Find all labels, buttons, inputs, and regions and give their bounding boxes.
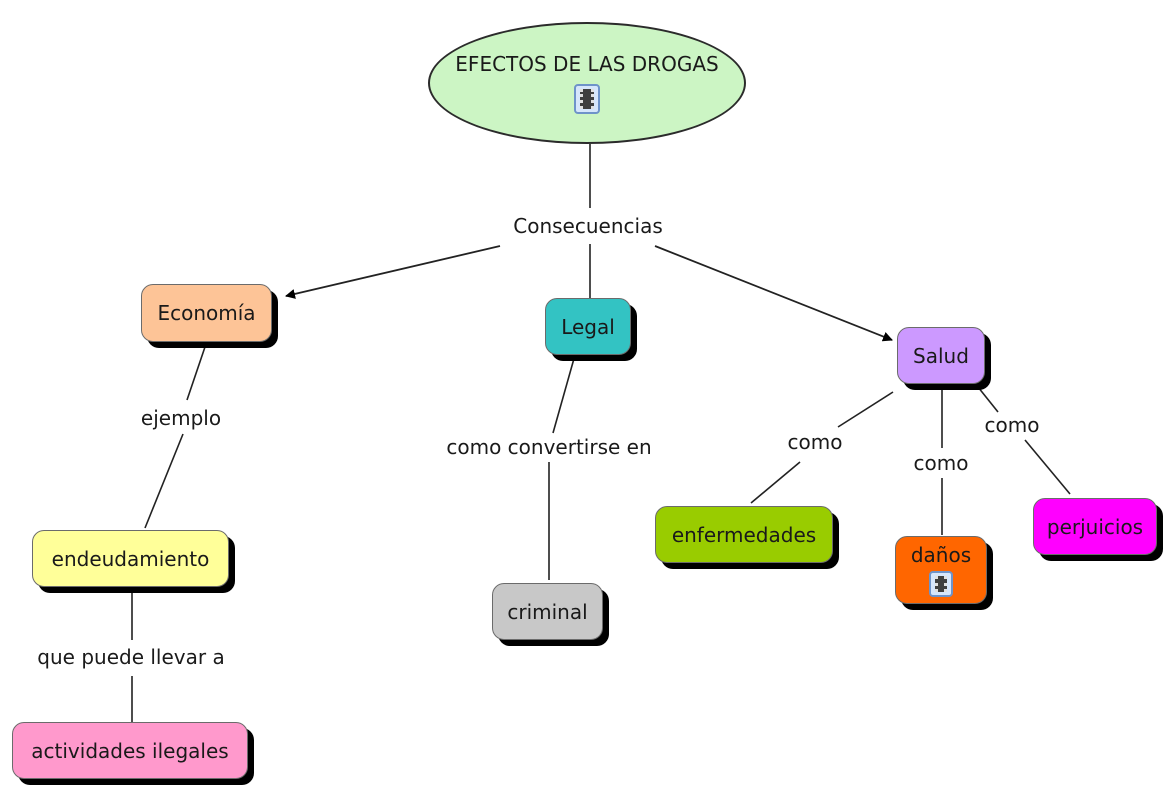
concept-economia-label: Economía bbox=[157, 301, 256, 325]
concept-economia[interactable]: Economía bbox=[141, 284, 272, 342]
line-salud-como3 bbox=[977, 386, 999, 413]
line-como1-enfermedades bbox=[750, 461, 801, 504]
link-label-como-perjuicios: como bbox=[980, 413, 1044, 437]
line-como3-perjuicios bbox=[1024, 439, 1071, 495]
arrow-to-economia bbox=[285, 245, 501, 299]
concept-actividades-label: actividades ilegales bbox=[31, 738, 229, 763]
root-concept[interactable]: EFECTOS DE LAS DROGAS bbox=[428, 22, 746, 144]
concept-actividades-ilegales[interactable]: actividades ilegales bbox=[12, 722, 248, 779]
concept-enfermedades[interactable]: enfermedades bbox=[655, 506, 833, 563]
line-salud-como1 bbox=[837, 391, 894, 428]
concept-legal-label: Legal bbox=[561, 314, 615, 339]
film-icon[interactable] bbox=[574, 84, 600, 114]
link-label-que-puede: que puede llevar a bbox=[33, 645, 229, 669]
concept-danos-label: daños bbox=[910, 543, 972, 567]
concept-enfermedades-label: enfermedades bbox=[671, 522, 817, 547]
concept-criminal[interactable]: criminal bbox=[492, 583, 603, 640]
link-label-como-convertirse: como convertirse en bbox=[442, 435, 656, 459]
concept-perjuicios-label: perjuicios bbox=[1046, 514, 1144, 539]
line-economia-ejemplo bbox=[186, 343, 207, 401]
concept-salud[interactable]: Salud bbox=[897, 327, 985, 384]
root-concept-label: EFECTOS DE LAS DROGAS bbox=[455, 52, 719, 76]
link-label-como-danos: como bbox=[909, 451, 973, 475]
concept-endeudamiento[interactable]: endeudamiento bbox=[32, 530, 229, 587]
concept-criminal-label: criminal bbox=[507, 599, 588, 624]
concept-legal[interactable]: Legal bbox=[545, 298, 631, 355]
link-label-como-enfermedades: como bbox=[783, 430, 847, 454]
link-label-consecuencias: Consecuencias bbox=[509, 214, 667, 238]
line-ejemplo-endeudamiento bbox=[144, 433, 184, 529]
concept-danos[interactable]: daños bbox=[895, 536, 987, 604]
concept-endeudamiento-label: endeudamiento bbox=[51, 546, 210, 571]
link-label-ejemplo: ejemplo bbox=[136, 406, 226, 430]
film-icon[interactable] bbox=[929, 571, 953, 597]
concept-salud-label: Salud bbox=[913, 343, 969, 368]
arrow-to-salud bbox=[654, 245, 893, 342]
line-legal-comoconvertirse bbox=[552, 354, 576, 434]
concept-perjuicios[interactable]: perjuicios bbox=[1033, 498, 1157, 555]
